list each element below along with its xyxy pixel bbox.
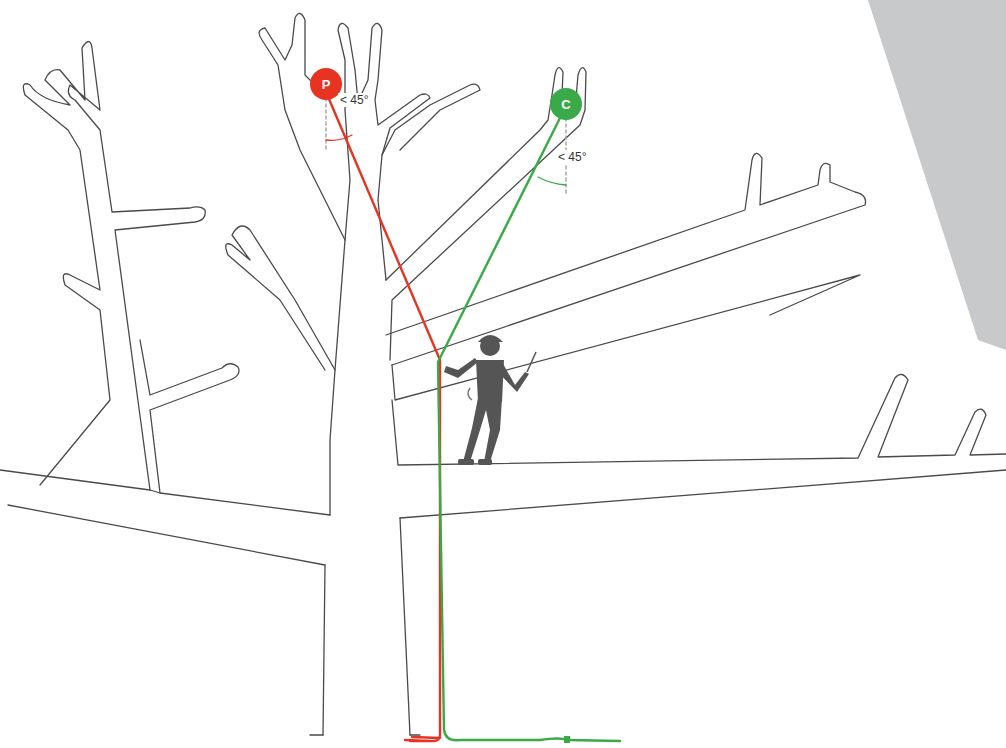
grey-band — [868, 0, 1006, 350]
angle-label: < 45° — [338, 93, 371, 107]
green-rope — [438, 114, 620, 741]
anchor-letter: C — [561, 98, 570, 111]
anchor-circle: C — [550, 88, 582, 120]
climber — [444, 335, 536, 465]
tree-outline — [0, 13, 1006, 735]
ropes — [326, 92, 620, 743]
red-rope — [326, 92, 440, 741]
angle-label: < 45° — [556, 150, 589, 164]
anchor-letter: P — [322, 78, 331, 91]
